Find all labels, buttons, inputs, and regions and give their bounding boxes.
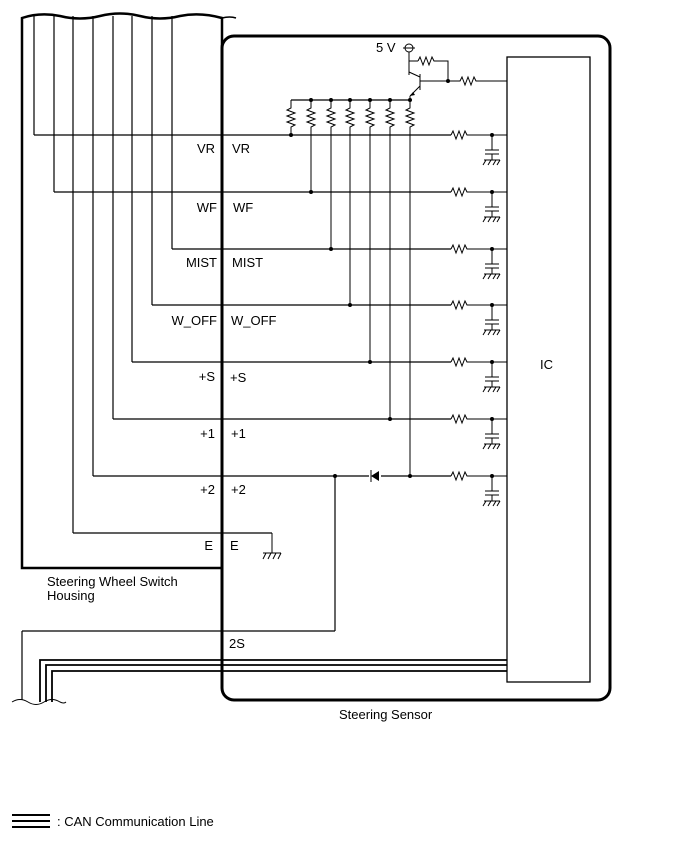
housing-caption-line1: Steering Wheel Switch	[47, 574, 178, 589]
legend: : CAN Communication Line	[12, 814, 214, 829]
diode	[370, 470, 379, 482]
terminal-mist-sensor: MIST	[232, 255, 263, 270]
signal-lines	[34, 134, 451, 534]
terminal-plus-s-housing: +S	[199, 369, 216, 384]
series-resistors	[450, 129, 507, 482]
junction-dots	[289, 79, 494, 478]
pullup-resistor-bank	[285, 99, 416, 476]
sensor-caption: Steering Sensor	[339, 707, 433, 722]
terminal-woff-sensor: W_OFF	[231, 313, 277, 328]
two-s-line	[21, 476, 336, 700]
legend-label: : CAN Communication Line	[57, 814, 214, 829]
terminal-2s: 2S	[229, 636, 245, 651]
ground-symbol	[262, 533, 282, 560]
ic-block	[506, 56, 591, 683]
terminal-mist-housing: MIST	[186, 255, 217, 270]
can-communication-lines	[11, 659, 507, 705]
terminal-labels: VR VR WF WF MIST MIST W_OFF W_OFF +S +S …	[172, 141, 277, 651]
terminal-e-housing: E	[204, 538, 213, 553]
ic-label: IC	[540, 357, 553, 372]
terminal-vr-housing: VR	[197, 141, 215, 156]
power-supply-circuit: 5 V	[376, 40, 507, 100]
terminal-plus-2-housing: +2	[200, 482, 215, 497]
filter-capacitors	[482, 135, 501, 507]
terminal-wf-housing: WF	[197, 200, 217, 215]
terminal-plus-1-sensor: +1	[231, 426, 246, 441]
terminal-e-sensor: E	[230, 538, 239, 553]
supply-voltage-label: 5 V	[376, 40, 396, 55]
terminal-wf-sensor: WF	[233, 200, 253, 215]
terminal-woff-housing: W_OFF	[172, 313, 218, 328]
terminal-plus-2-sensor: +2	[231, 482, 246, 497]
housing-caption-line2: Housing	[47, 588, 95, 603]
steering-sensor-box	[220, 34, 612, 702]
steering-wheel-switch-housing	[20, 12, 237, 570]
terminal-plus-1-housing: +1	[200, 426, 215, 441]
terminal-plus-s-sensor: +S	[230, 370, 247, 385]
housing-vertical-wires	[33, 16, 173, 533]
terminal-vr-sensor: VR	[232, 141, 250, 156]
